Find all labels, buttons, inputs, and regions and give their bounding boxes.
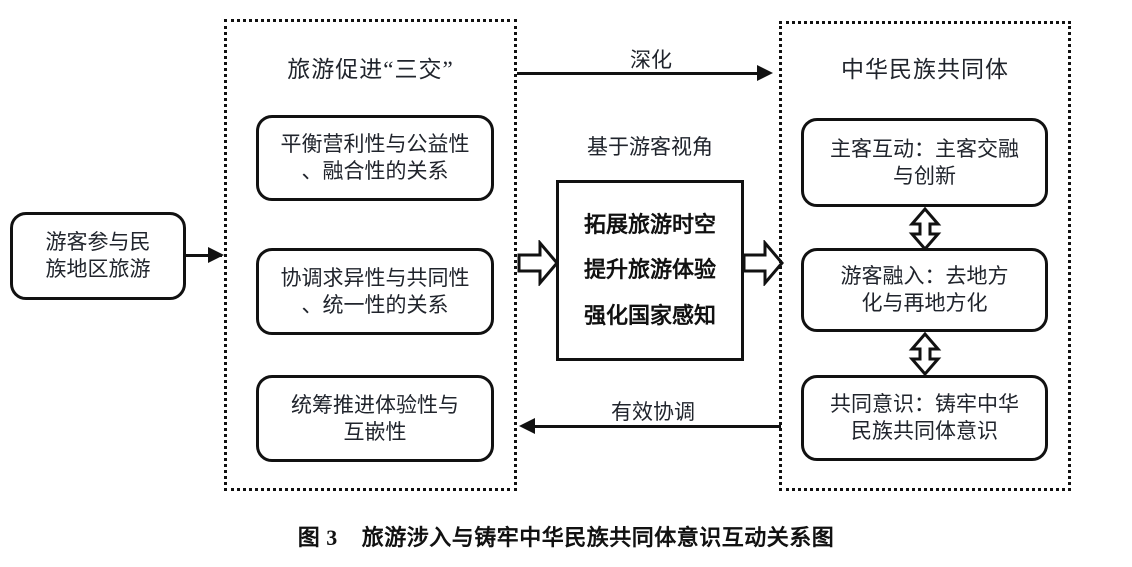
node-left-3: 统筹推进体验性与 互嵌性: [256, 375, 494, 462]
group-left-tourism-promotes: [224, 19, 517, 491]
double-arrow-right-1-2-icon: [908, 207, 942, 251]
node-right-2: 游客融入：去地方 化与再地方化: [801, 248, 1048, 332]
connector-top-label: 深化: [630, 48, 672, 72]
group-right-title: 中华民族共同体: [841, 57, 1009, 82]
connector-entry-to-left-group: [186, 254, 222, 257]
node-left-2-line2: 、统一性的关系: [301, 292, 449, 317]
connector-entry-arrowhead-icon: [208, 247, 224, 263]
center-perspective-label: 基于游客视角: [587, 135, 713, 159]
connector-top-line: [517, 72, 763, 75]
node-left-1: 平衡营利性与公益性 、融合性的关系: [256, 115, 494, 201]
connector-top-arrowhead-icon: [757, 65, 773, 81]
node-center-line3: 强化国家感知: [583, 302, 716, 328]
group-right-chinese-national-community: [779, 21, 1071, 491]
node-left-3-line1: 统筹推进体验性与: [291, 392, 459, 417]
node-center-line1: 拓展旅游时空: [583, 211, 716, 237]
group-left-title: 旅游促进“三交”: [287, 57, 454, 82]
connector-bottom-line: [535, 425, 781, 428]
node-right-1-line1: 主客互动：主客交融: [830, 136, 1019, 161]
node-right-1: 主客互动：主客交融 与创新: [801, 118, 1048, 207]
node-left-2-line1: 协调求异性与共同性: [280, 265, 470, 290]
node-entry-line1: 游客参与民: [45, 230, 151, 255]
connector-bottom-arrowhead-icon: [519, 418, 535, 434]
node-left-2: 协调求异性与共同性 、统一性的关系: [256, 248, 494, 335]
node-left-1-line1: 平衡营利性与公益性: [280, 132, 470, 157]
block-arrow-center-to-right-icon: [742, 240, 784, 286]
node-right-3-line1: 共同意识：铸牢中华: [830, 392, 1019, 417]
double-arrow-right-2-3-icon: [908, 332, 942, 376]
node-left-1-line2: 、融合性的关系: [301, 159, 449, 183]
connector-bottom-label: 有效协调: [611, 400, 695, 424]
node-right-3: 共同意识：铸牢中华 民族共同体意识: [801, 375, 1048, 461]
node-right-3-line2: 民族共同体意识: [851, 419, 998, 443]
node-right-2-line1: 游客融入：去地方: [840, 264, 1009, 289]
node-left-3-line2: 互嵌性: [343, 419, 407, 444]
block-arrow-left-to-center-icon: [517, 240, 559, 286]
node-entry-line2: 族地区旅游: [45, 257, 151, 281]
node-center-core: 拓展旅游时空 提升旅游体验 强化国家感知: [556, 180, 744, 361]
node-center-line2: 提升旅游体验: [583, 257, 716, 283]
figure-caption: 图 3 旅游涉入与铸牢中华民族共同体意识互动关系图: [297, 525, 835, 550]
node-right-1-line2: 与创新: [893, 163, 956, 188]
node-right-2-line2: 化与再地方化: [861, 291, 988, 315]
node-entry: 游客参与民 族地区旅游: [10, 212, 186, 300]
